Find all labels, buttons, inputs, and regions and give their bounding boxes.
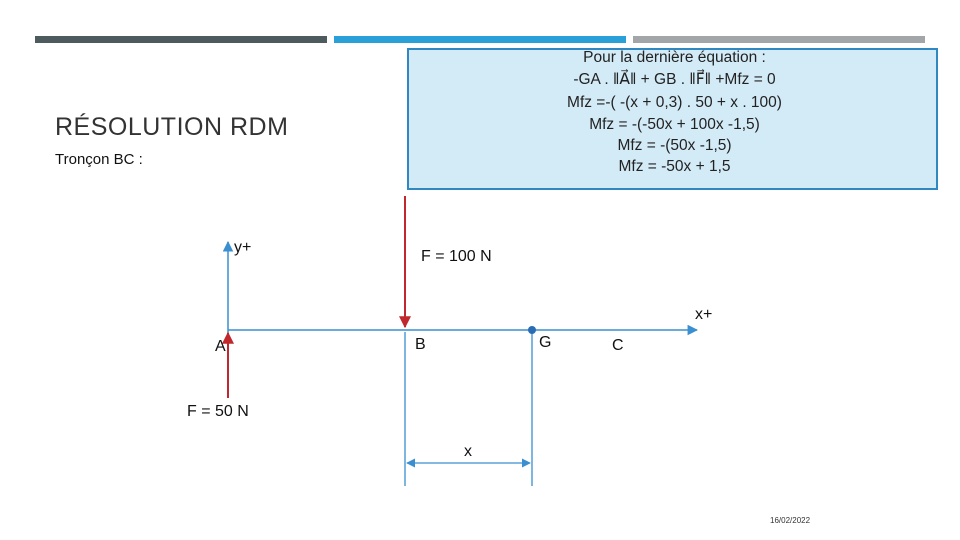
point-g-label: G bbox=[539, 334, 552, 351]
header-bar-dark bbox=[35, 36, 327, 43]
header-bar-blue bbox=[334, 36, 626, 43]
equation-line-result: Mfz = -50x + 1,5 bbox=[618, 158, 731, 175]
point-a-label: A bbox=[215, 338, 226, 355]
equation-line-step-1: Mfz =-( -(x + 0,3) . 50 + x . 100) bbox=[567, 94, 782, 111]
point-c-label: C bbox=[612, 337, 624, 354]
point-b-label: B bbox=[415, 336, 426, 353]
dimension-x-label: x bbox=[464, 443, 472, 460]
equation-line-step-2: Mfz = -(-50x + 100x -1,5) bbox=[589, 116, 760, 133]
x-axis-label: x+ bbox=[695, 306, 713, 323]
equation-line-moment-balance: -GA . ‖A⃗‖ + GB . ‖F⃗‖ +Mfz = 0 bbox=[573, 71, 776, 88]
point-g-marker bbox=[528, 326, 536, 334]
slide-date: 16/02/2022 bbox=[770, 516, 811, 525]
y-axis-label: y+ bbox=[234, 239, 252, 256]
slide-subtitle: Tronçon BC : bbox=[55, 151, 143, 168]
equation-line-intro: Pour la dernière équation : bbox=[583, 49, 766, 66]
slide-title: RÉSOLUTION RDM bbox=[55, 113, 289, 141]
equation-box: Pour la dernière équation : -GA . ‖A⃗‖ +… bbox=[407, 48, 938, 190]
force-100n-label: F = 100 N bbox=[421, 248, 492, 265]
header-bar-gray bbox=[633, 36, 925, 43]
equation-line-step-3: Mfz = -(50x -1,5) bbox=[617, 137, 732, 154]
force-50n-label: F = 50 N bbox=[187, 403, 249, 420]
